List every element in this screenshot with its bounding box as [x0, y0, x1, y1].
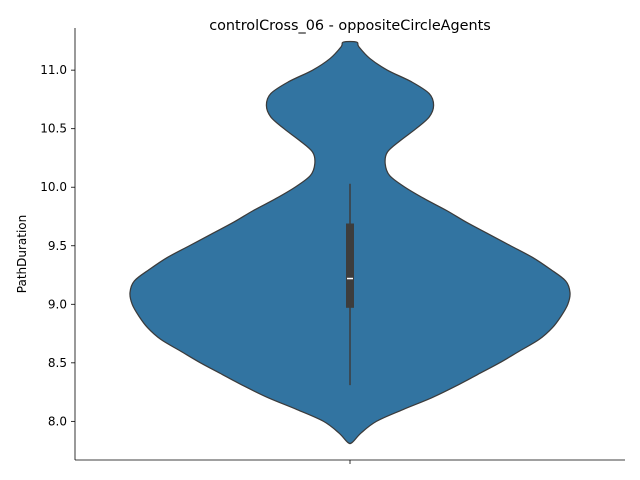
y-tick-label: 8.0	[48, 414, 67, 428]
box-iqr	[346, 223, 354, 308]
y-tick-label: 10.0	[40, 180, 67, 194]
chart-title: controlCross_06 - oppositeCircleAgents	[209, 18, 491, 34]
y-axis-label: PathDuration	[15, 215, 29, 293]
y-tick-label: 9.0	[48, 297, 67, 311]
y-tick-label: 8.5	[48, 356, 67, 370]
y-tick-label: 11.0	[40, 63, 67, 77]
plot-area	[129, 40, 571, 445]
y-tick-label: 10.5	[40, 122, 67, 136]
y-tick-label: 9.5	[48, 239, 67, 253]
y-axis-ticks: 8.0 8.5 9.0 9.5 10.0 10.5 11.0	[40, 63, 75, 428]
